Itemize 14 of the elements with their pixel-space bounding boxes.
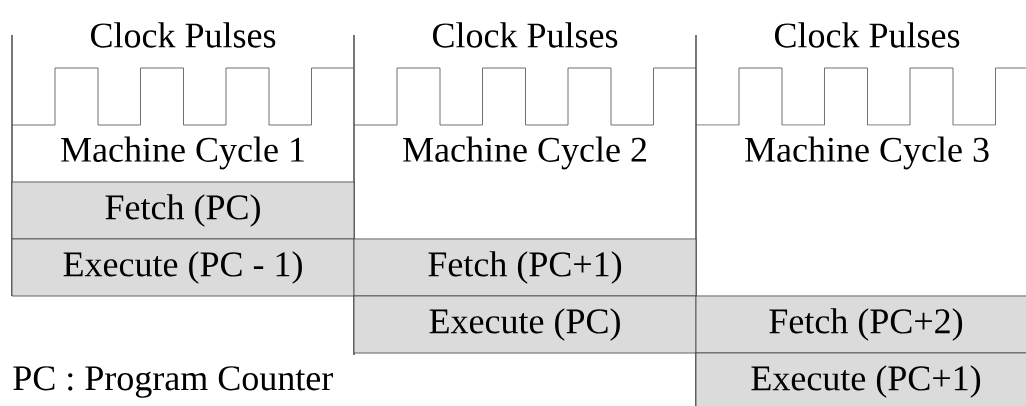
cycle-step-box: Execute (PC - 1)	[11, 238, 355, 297]
cycle-step-box: Fetch (PC+1)	[353, 238, 697, 297]
column-heading: Clock Pulses	[775, 22, 960, 48]
cycle-step-box: Execute (PC+1)	[695, 352, 1026, 406]
column-heading: Clock Pulses	[433, 22, 618, 48]
cycle-step-box: Fetch (PC)	[11, 181, 355, 240]
node-label: Fetch (PC+2)	[769, 308, 963, 341]
cycle-step-box: Fetch (PC+2)	[695, 295, 1026, 354]
cycle-step-box: Execute (PC)	[353, 295, 697, 354]
column-heading: Machine Cycle 3	[745, 136, 989, 170]
column-heading: Machine Cycle 1	[61, 136, 304, 170]
legend-note: PC : Program Counter	[13, 366, 333, 398]
column-heading: Machine Cycle 2	[403, 136, 646, 170]
column-heading: Clock Pulses	[91, 22, 276, 48]
